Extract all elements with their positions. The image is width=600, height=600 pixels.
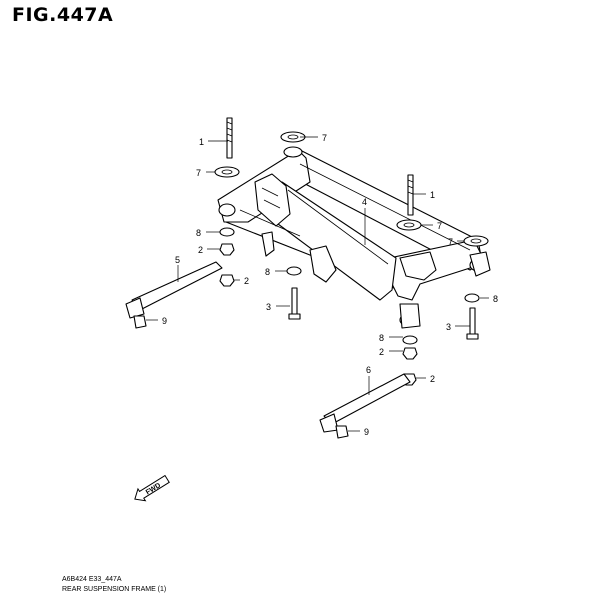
bolt-3-right[interactable]	[466, 307, 479, 340]
nut-2a[interactable]	[219, 243, 235, 256]
callout-8-lower: 8	[379, 333, 384, 343]
fwd-label: FWD	[145, 482, 162, 496]
brace-5[interactable]	[125, 261, 223, 319]
callout-2-left: 2	[198, 245, 203, 255]
callout-9-left: 9	[162, 316, 167, 326]
callout-6: 6	[366, 365, 371, 375]
callout-7-top: 7	[322, 133, 327, 143]
figure-title: FIG.447A	[12, 4, 114, 26]
callout-8-left: 8	[196, 228, 201, 238]
rear-suspension-frame[interactable]	[217, 146, 491, 329]
fwd-arrow-icon: FWD	[134, 474, 170, 502]
bolt-1-left[interactable]	[226, 117, 233, 159]
stopper-7c[interactable]	[396, 219, 422, 231]
callout-leaders	[146, 136, 489, 432]
callout-2-lower: 2	[244, 276, 249, 286]
callout-3-right: 3	[446, 322, 451, 332]
callout-labels: 1 7 7 1 4 7 7 8 2 5 2 8 3 9 8 3 8 2 6 2 …	[162, 133, 498, 437]
washer-8d[interactable]	[402, 335, 418, 345]
bolt-9b[interactable]	[335, 425, 349, 439]
bolt-3-left[interactable]	[288, 287, 301, 320]
callout-8-right: 8	[493, 294, 498, 304]
stopper-7b[interactable]	[214, 166, 240, 178]
callout-7-right: 7	[448, 237, 453, 247]
callout-8-mid: 8	[265, 267, 270, 277]
washer-8a[interactable]	[219, 227, 235, 237]
figure-code: A6B424 E33_447A	[62, 576, 122, 583]
callout-7-mid: 7	[437, 221, 442, 231]
figure-caption: REAR SUSPENSION FRAME (1)	[62, 586, 167, 593]
nut-2c[interactable]	[402, 347, 418, 360]
callout-1-right: 1	[430, 190, 435, 200]
callout-5: 5	[175, 255, 180, 265]
stopper-7d[interactable]	[463, 235, 489, 247]
callout-1-left: 1	[199, 137, 204, 147]
washer-8b[interactable]	[286, 266, 302, 276]
callout-4: 4	[362, 197, 367, 207]
callout-9-right: 9	[364, 427, 369, 437]
callout-3-left: 3	[266, 302, 271, 312]
bolt-1-right[interactable]	[407, 174, 414, 216]
nut-2b[interactable]	[219, 274, 235, 287]
brace-6[interactable]	[319, 373, 411, 433]
washer-8c[interactable]	[464, 293, 480, 303]
callout-2-lower-a: 2	[379, 347, 384, 357]
callout-7-left: 7	[196, 168, 201, 178]
callout-2-lower-b: 2	[430, 374, 435, 384]
bolt-9a[interactable]	[133, 315, 147, 329]
